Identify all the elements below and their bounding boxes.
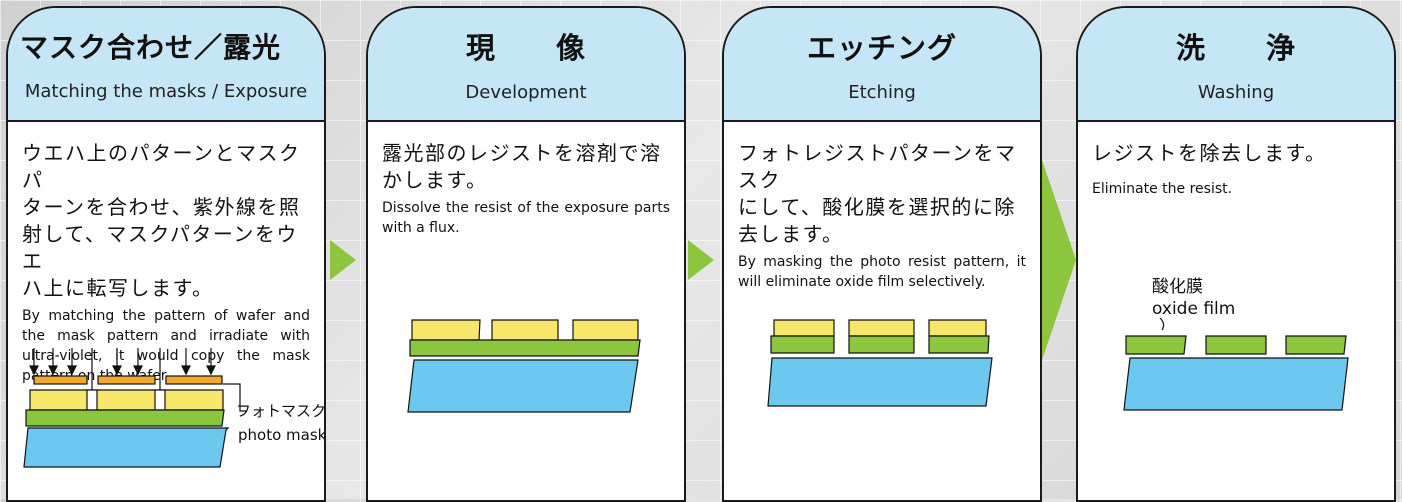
arrow-right-large-icon [1042,160,1076,360]
step-header: 現 像 Development [368,8,684,122]
photo-resist-layer [29,389,224,411]
step-description-en: Eliminate the resist. [1092,181,1233,197]
oxide-label-jp: 酸化膜 [1152,277,1203,297]
oxide-block [1125,335,1187,355]
exposure-diagram: フォトマスク photo masks [23,348,326,468]
wafer [407,359,639,413]
step-title-jp: マスク合わせ／露光 [20,31,282,64]
step-title-jp: 現 像 [465,31,586,65]
oxide-layer [25,409,225,427]
washing-diagram: 酸化膜 oxide film [1123,277,1349,411]
step-header: エッチング Etching [724,8,1040,122]
photo-mask [97,375,156,385]
arrow-right-icon [688,240,714,280]
photo-mask [165,375,223,385]
wafer [767,357,993,407]
mask-label-jp: フォトマスク [236,402,326,420]
step-card-washing: 洗 浄 Washing レジストを除去します。 Eliminate the re… [1076,6,1396,502]
mask-label-en: photo masks [238,426,326,444]
oxide-block [848,335,915,354]
photo-resist-block [411,319,481,341]
step-card-etching: エッチング Etching フォトレジストパターンをマスク にして、酸化膜を選択… [722,6,1042,502]
photo-mask [33,375,88,385]
photo-resist-block [928,319,987,337]
step-header: 洗 浄 Washing [1078,8,1394,122]
photo-resist-block [572,319,639,341]
step-title-en: Matching the masks / Exposure [24,81,308,102]
oxide-layer [409,339,641,357]
step-description-jp: 露光部のレジストを溶剤で溶 かします。 [382,141,662,192]
step-title-en: Development [465,82,587,103]
wafer [1123,357,1349,411]
step-title-en: Etching [848,82,916,103]
development-diagram [407,319,641,413]
photo-resist-block [773,319,835,337]
oxide-block [1285,335,1347,355]
step-title-jp: 洗 浄 [1175,31,1296,65]
step-title-jp: エッチング [806,31,957,65]
step-description-en: Dissolve the resist of the exposure part… [382,200,670,236]
step-description-en: By masking the photo resist pattern, it … [738,254,1026,290]
step-card-development: 現 像 Development 露光部のレジストを溶剤で溶 かします。 Diss… [366,6,686,502]
step-description-jp: ウエハ上のパターンとマスクパ ターンを合わせ、紫外線を照 射して、マスクパターン… [22,141,301,300]
step-title-en: Washing [1197,82,1275,103]
arrow-right-icon [330,240,356,280]
oxide-label-en: oxide film [1152,299,1235,319]
wafer [23,427,230,468]
step-description-jp: フォトレジストパターンをマスク にして、酸化膜を選択的に除 去します。 [738,141,1017,246]
oxide-block [928,335,990,354]
photo-resist-block [848,319,915,337]
step-header: マスク合わせ／露光 Matching the masks / Exposure [8,8,324,122]
step-description-en: By matching the pattern of wafer and the… [22,308,310,384]
oxide-block [1205,335,1267,355]
photo-resist-block [491,319,559,341]
oxide-block [770,335,835,354]
step-card-exposure: マスク合わせ／露光 Matching the masks / Exposure … [6,6,326,502]
etching-diagram [767,319,993,407]
step-description-jp: レジストを除去します。 [1092,141,1327,165]
